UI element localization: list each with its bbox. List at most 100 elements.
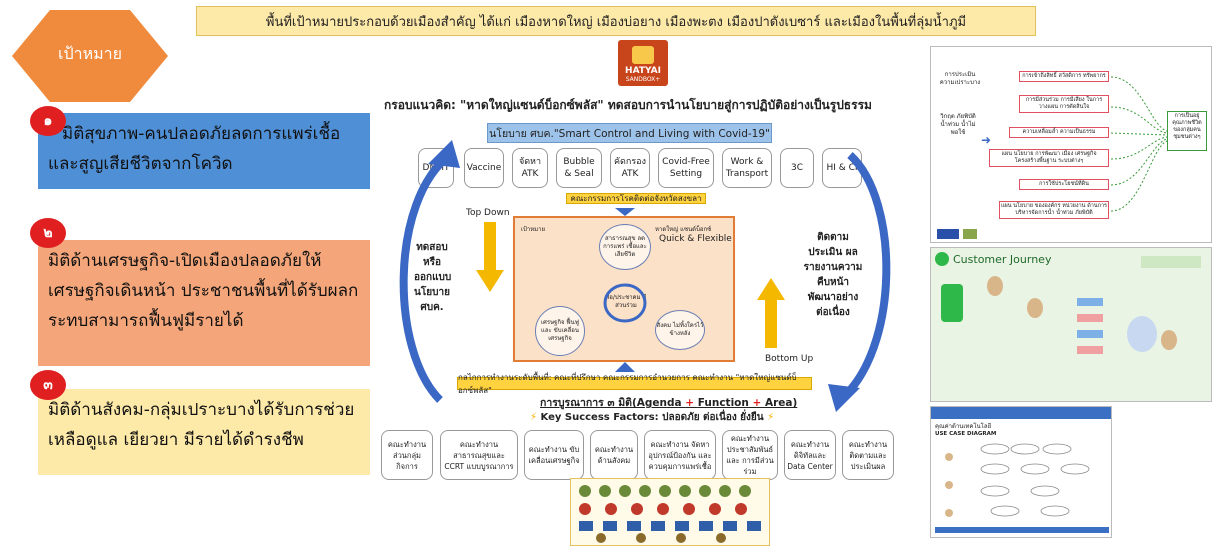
dimension-economy: มิติด้านเศรษฐกิจ-เปิดเมืองปลอดภัยให้เศรษ… <box>38 240 370 366</box>
goal-pentagon <box>12 10 168 102</box>
person-icon <box>987 276 1003 296</box>
journey-step-icon <box>1077 314 1103 322</box>
right-cycle-arrow <box>837 152 891 404</box>
cycle-arrows <box>399 140 891 412</box>
customer-journey-title: Customer Journey <box>953 253 1052 266</box>
integration-function: Function <box>697 397 749 409</box>
partner-logos <box>570 478 770 546</box>
journey-badge-icon <box>935 252 949 266</box>
use-case-sub: USE CASE DIAGRAM <box>935 431 997 437</box>
logo-text: HATYAI <box>625 66 661 76</box>
integration-title: การบูรณาการ ๓ มิติ(Agenda + Function + A… <box>540 397 798 409</box>
panel1-box: แผน นโยบาย ขององค์กร หน่วยงาน ด้านการบริ… <box>999 201 1109 219</box>
use-case-panel: คุณค่าด้านเทคโนโลยี USE CASE DIAGRAM <box>930 406 1112 538</box>
bottom-up-arrow-shaft <box>765 298 777 348</box>
panel1-box: การใช้ประโยชน์ที่ดิน <box>1019 179 1109 190</box>
logo-mark-icon <box>632 46 654 64</box>
right-arrow-head-icon <box>828 384 860 412</box>
working-group: คณะทำงาน ด้านสังคม <box>590 430 638 480</box>
economy-circle: เศรษฐกิจ ฟื้นฟูและ ขับเคลื่อน เศรษฐกิจ <box>535 306 585 356</box>
comms-label: สื่อ/ประชาคม มีส่วนร่วม <box>605 294 647 309</box>
right-side-text: ติดตาม ประเมิน ผล รายงานความ คืบหน้า พัฒ… <box>803 232 863 318</box>
panel1-right-box: การเป็นอยู่ คุณภาพชีวิต ของกลุ่มคน ชุมชน… <box>1167 111 1207 151</box>
number-badge-2: ๒ <box>30 218 66 248</box>
measure-pill: Bubble & Seal <box>556 148 602 188</box>
top-down-arrow-head-icon <box>476 270 504 292</box>
working-group: คณะทำงาน ดิจิทัลและ Data Center <box>784 430 836 480</box>
use-case-header: คุณค่าด้านเทคโนโลยี <box>935 423 992 430</box>
dimension-society: มิติด้านสังคม-กลุ่มเปราะบางได้รับการช่วย… <box>38 389 370 475</box>
measure-pill: Vaccine <box>464 148 504 188</box>
working-group: คณะทำงาน ส่วนกลุ่ม กิจการ <box>381 430 433 480</box>
partner-logo-icons <box>579 485 761 543</box>
top-down-arrow-shaft <box>484 222 496 272</box>
partner-mark-icon <box>963 229 977 239</box>
ksf-text: Key Success Factors: ปลอดภัย ต่อเนื่อง ย… <box>540 412 764 423</box>
bottom-up-arrow-head-icon <box>757 278 785 300</box>
goal-label: เป้าหมาย <box>57 44 123 63</box>
number-badge-3: ๓ <box>30 370 66 400</box>
dimension-health-text: มิติสุขภาพ-คนปลอดภัยลดการแพร่เชื้อและสูญ… <box>48 124 341 174</box>
dimension-society-text: มิติด้านสังคม-กลุ่มเปราะบางได้รับการช่วย… <box>48 400 355 450</box>
journey-step-icon <box>1077 298 1103 306</box>
hatyai-sandbox-logo: HATYAI SANDBOX+ <box>618 40 668 86</box>
journey-step-icon <box>1077 346 1103 354</box>
working-group: คณะทำงาน ประชาสัมพันธ์และ การมีส่วนร่วม <box>722 430 778 480</box>
vulnerability-panel: การประเมิน ความเปราะบาง วิกฤต ภัยพิบัติ … <box>930 46 1212 243</box>
center-framework-box: เป้าหมาย หาดใหญ่ แซนด์บ็อกซ์ Quick & Fle… <box>513 216 735 362</box>
panel1-left-a: การประเมิน ความเปราะบาง <box>939 71 981 86</box>
phone-icon <box>941 284 963 322</box>
panel1-box: แผน นโยบาย การพัฒนา เมือง เศรษฐกิจ โครงส… <box>989 149 1109 167</box>
dimension-economy-text: มิติด้านเศรษฐกิจ-เปิดเมืองปลอดภัยให้เศรษ… <box>48 251 359 331</box>
center-quick-label: Quick & Flexible <box>659 234 732 244</box>
panel1-arrow-icon: ➜ <box>981 133 992 147</box>
use-case-header-bar <box>931 407 1111 419</box>
framework-title: กรอบแนวคิด: "หาดใหญ่แซนด์บ็อกซ์พลัส" ทดส… <box>384 98 872 112</box>
mechanism-bar: กลไกการทำงานระดับพื้นที่: คณะที่ปรึกษา ค… <box>457 373 812 395</box>
logo-sub: SANDBOX+ <box>625 76 661 83</box>
eu-flag-icon <box>937 229 959 239</box>
bottom-up-label: Bottom Up <box>765 354 814 364</box>
policy-text: นโยบาย ศบค."Smart Control and Living wit… <box>489 127 770 140</box>
working-group: คณะทำงาน ติดตามและ ประเมินผล <box>842 430 894 480</box>
panel1-box: การเข้าถึงสิทธิ์ สวัสดิการ ทรัพยากร <box>1019 71 1109 82</box>
center-goal-label: เป้าหมาย <box>521 226 546 233</box>
mechanism-text: กลไกการทำงานระดับพื้นที่: คณะที่ปรึกษา ค… <box>458 372 797 395</box>
measure-pill: Work & Transport <box>722 148 772 188</box>
journey-step-icon <box>1077 330 1103 338</box>
integration-prefix: การบูรณาการ ๓ มิติ(Agenda <box>540 397 686 409</box>
ksf-line: ⚡ Key Success Factors: ปลอดภัย ต่อเนื่อง… <box>530 410 774 425</box>
lightning-icon: ⚡ <box>767 412 775 423</box>
cycle-icon <box>603 283 647 323</box>
banner-text: พื้นที่เป้าหมายประกอบด้วยเมืองสำคัญ ได้แ… <box>265 14 967 30</box>
dimension-health: มิติสุขภาพ-คนปลอดภัยลดการแพร่เชื้อและสูญ… <box>38 113 370 189</box>
panel1-left-b: วิกฤต ภัยพิบัติ น้ำท่วม น้ำไม่พอใช้ <box>940 113 976 136</box>
journey-hub-icon <box>1127 316 1157 352</box>
working-group: คณะทำงาน สาธารณสุขและ CCRT แบบบูรณาการ <box>440 430 518 480</box>
top-banner: พื้นที่เป้าหมายประกอบด้วยเมืองสำคัญ ได้แ… <box>196 6 1036 36</box>
journey-logos-icon <box>1141 256 1201 268</box>
lightning-icon: ⚡ <box>530 412 538 423</box>
up-small-arrow-icon <box>615 362 635 372</box>
panel1-box: การมีส่วนร่วม การมีเสียง ในการวางแผน การ… <box>1019 95 1109 113</box>
down-small-arrow-icon <box>615 208 635 216</box>
top-down-label: Top Down <box>466 208 510 218</box>
panel1-connectors <box>1111 76 1168 212</box>
health-circle: สาธารณสุข ลดการแพร่ เชื้อและ เสียชีวิต <box>599 224 651 270</box>
policy-bar: นโยบาย ศบค."Smart Control and Living wit… <box>487 123 772 143</box>
working-group: คณะทำงาน จัดหาอุปกรณ์ป้องกัน และควบคุมกา… <box>644 430 716 480</box>
working-group: คณะทำงาน ขับเคลื่อนเศรษฐกิจ <box>524 430 584 480</box>
measure-pill: คัดกรอง ATK <box>610 148 650 188</box>
integration-area: Area) <box>764 397 798 409</box>
measure-pill: จัดหา ATK <box>512 148 548 188</box>
committee-text: คณะกรรมการโรคติดต่อจังหวัดสงขลา <box>570 194 702 203</box>
society-circle: สังคม ไม่ทิ้งใครไว้ ข้างหลัง <box>655 310 705 350</box>
left-arrow-head-icon <box>428 140 460 168</box>
person-icon <box>1161 330 1177 350</box>
customer-journey-panel: Customer Journey <box>930 247 1212 402</box>
left-side-text: ทดสอบ หรือ ออกแบบ นโยบาย ศบค. <box>414 242 452 313</box>
center-brand-label: หาดใหญ่ แซนด์บ็อกซ์ <box>655 226 712 233</box>
measure-pill: Covid-Free Setting <box>658 148 714 188</box>
use-case-diagram <box>935 443 1109 533</box>
left-cycle-arrow <box>399 151 453 403</box>
